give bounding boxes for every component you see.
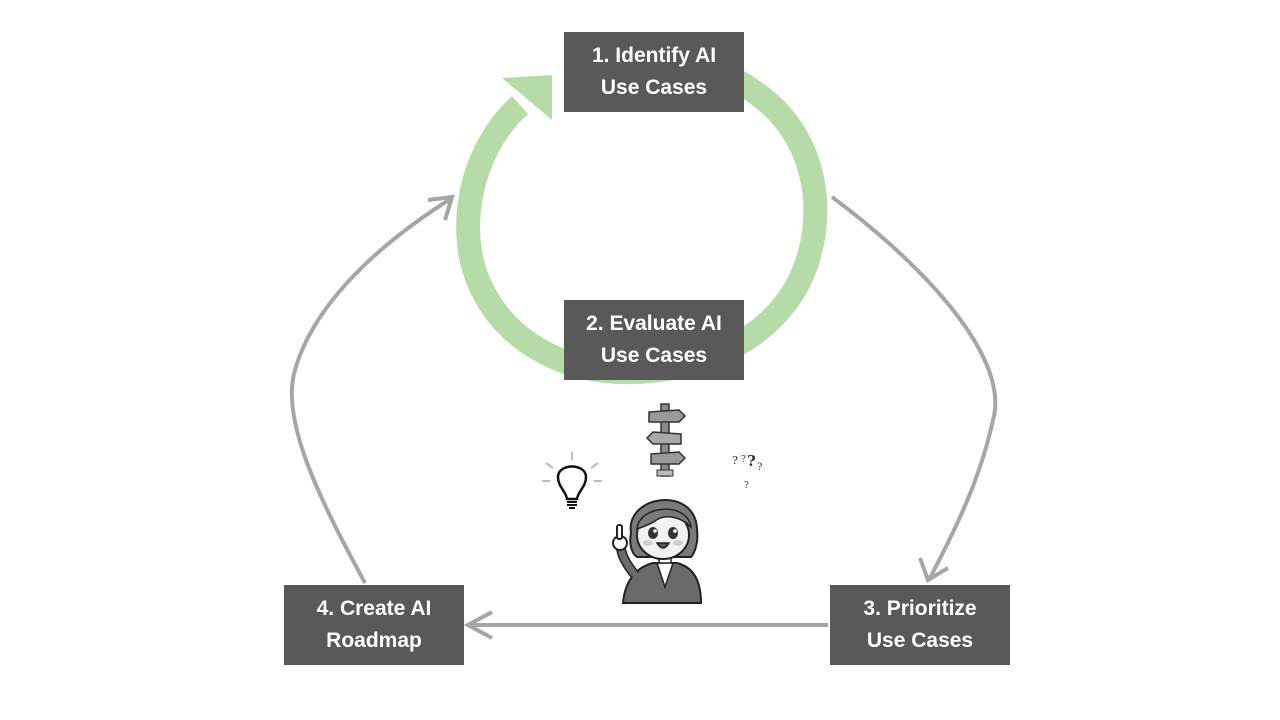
step-box-create-ai-roadmap: 4. Create AI Roadmap bbox=[284, 585, 464, 665]
svg-text:?: ? bbox=[747, 452, 756, 470]
step-label: 1. Identify AI Use Cases bbox=[591, 44, 717, 99]
outer-cycle-arrows bbox=[289, 194, 998, 640]
svg-text:?: ? bbox=[757, 462, 762, 473]
person-pointing-icon bbox=[612, 499, 703, 604]
step-box-prioritize-use-cases: 3. Prioritize Use Cases bbox=[830, 585, 1010, 665]
svg-text:?: ? bbox=[732, 454, 738, 467]
svg-text:?: ? bbox=[744, 481, 749, 491]
step-label: 3. Prioritize Use Cases bbox=[863, 597, 977, 652]
step-box-identify-ai-use-cases: 1. Identify AI Use Cases bbox=[564, 32, 744, 112]
lightbulb-icon bbox=[542, 452, 602, 509]
step-label: 2. Evaluate AI Use Cases bbox=[586, 312, 722, 367]
signpost-icon bbox=[645, 403, 687, 477]
arrow-to-step-3 bbox=[830, 195, 998, 579]
step-label: 4. Create AI Roadmap bbox=[316, 597, 432, 652]
arrow-to-step-1 bbox=[289, 196, 454, 584]
svg-text:?: ? bbox=[741, 455, 746, 465]
question-marks-icon: ? ? ? ? ? bbox=[732, 452, 762, 491]
step-box-evaluate-ai-use-cases: 2. Evaluate AI Use Cases bbox=[564, 300, 744, 380]
